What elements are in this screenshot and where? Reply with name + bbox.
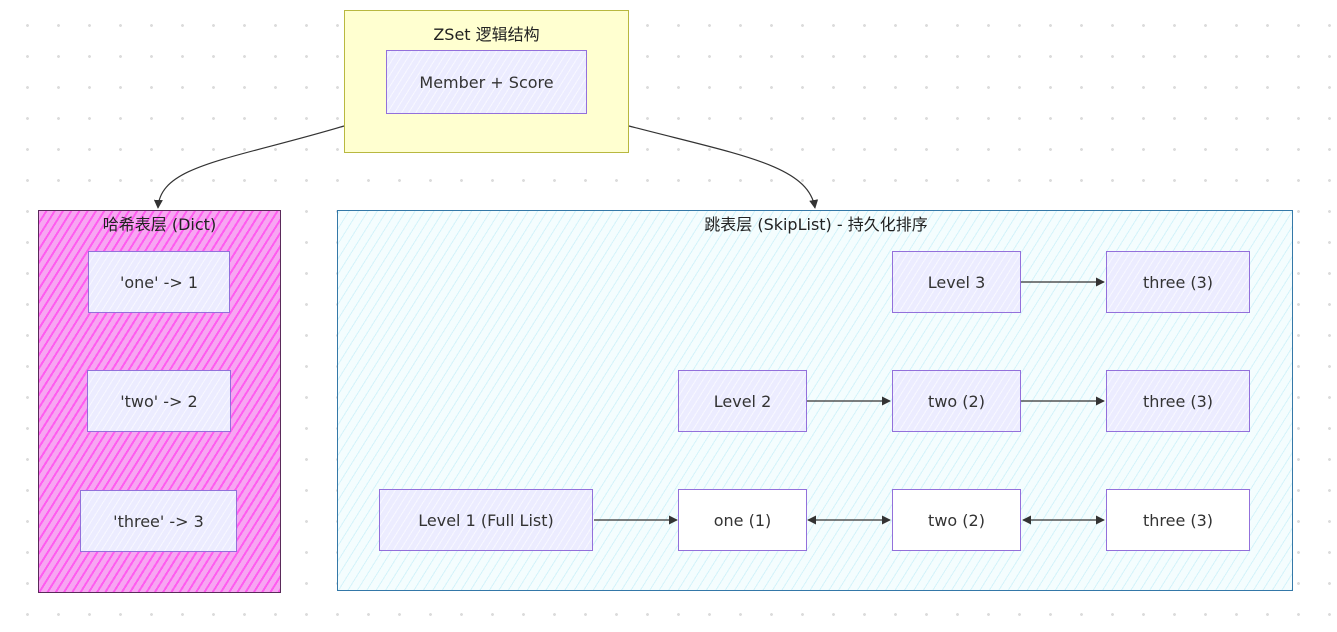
edge-zset-to-dict bbox=[153, 125, 345, 209]
edge-zset-to-skiplist bbox=[628, 125, 819, 209]
node-level1-three[interactable]: three (3) bbox=[1106, 489, 1250, 551]
cluster-title-dict: 哈希表层 (Dict) bbox=[102, 215, 217, 234]
node-level2-two[interactable]: two (2) bbox=[892, 370, 1021, 432]
node-level1-one[interactable]: one (1) bbox=[678, 489, 807, 551]
cluster-title-skiplist: 跳表层 (SkipList) - 持久化排序 bbox=[704, 215, 928, 234]
node-member-score[interactable]: Member + Score bbox=[386, 50, 587, 114]
node-level1-full-list[interactable]: Level 1 (Full List) bbox=[379, 489, 593, 551]
node-level2[interactable]: Level 2 bbox=[678, 370, 807, 432]
node-level3-three[interactable]: three (3) bbox=[1106, 251, 1250, 313]
node-dict-two[interactable]: 'two' -> 2 bbox=[87, 370, 231, 432]
node-dict-three[interactable]: 'three' -> 3 bbox=[80, 490, 237, 552]
cluster-title-zset: ZSet 逻辑结构 bbox=[433, 25, 540, 44]
node-level2-three[interactable]: three (3) bbox=[1106, 370, 1250, 432]
node-dict-one[interactable]: 'one' -> 1 bbox=[88, 251, 230, 313]
node-level3[interactable]: Level 3 bbox=[892, 251, 1021, 313]
node-level1-two[interactable]: two (2) bbox=[892, 489, 1021, 551]
